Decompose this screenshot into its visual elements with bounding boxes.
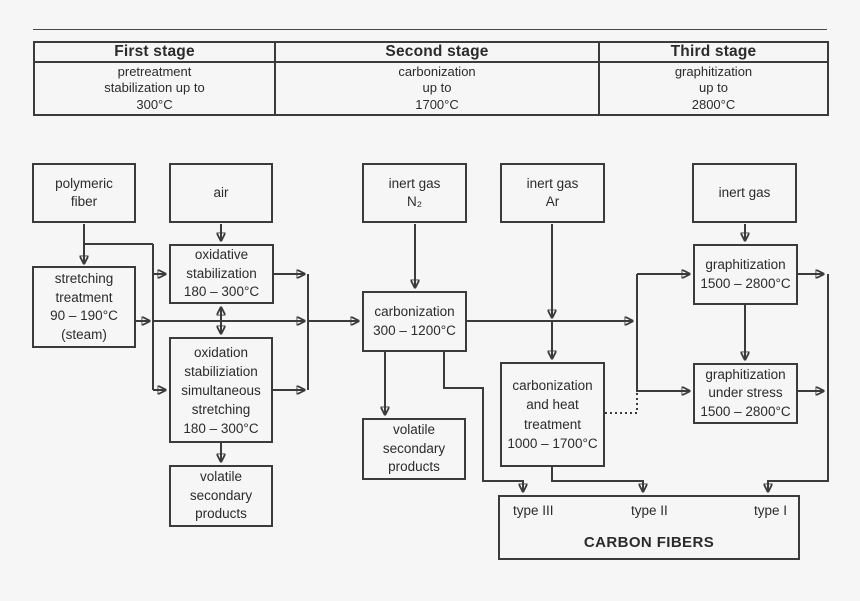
box-carbonization-heat: carbonization and heat treatment 1000 – … — [500, 362, 605, 467]
label-type-ii: type II — [631, 503, 668, 518]
arrow-collector-to-type-i — [768, 274, 829, 492]
box-volatile-products-mid: volatile secondary products — [362, 418, 466, 480]
label-type-iii: type III — [513, 503, 554, 518]
box-carbonization: carbonization 300 – 1200°C — [362, 291, 467, 352]
stage-header-first: First stage — [33, 41, 276, 63]
arrow-carbonization-to-type-iii — [443, 352, 523, 492]
stage-table-header-row: First stage Second stage Third stage — [33, 41, 829, 63]
box-carbon-fibers: type III type II type I CARBON FIBERS — [498, 495, 800, 560]
stage-header-second: Second stage — [274, 41, 600, 63]
box-inert-gas-n2: inert gas N₂ — [362, 163, 467, 223]
box-inert-gas: inert gas — [692, 163, 797, 223]
stage-detail-second: carbonization up to 1700°C — [274, 61, 600, 116]
dotted-carbheat-to-junction — [605, 392, 638, 414]
box-graphitization: graphitization 1500 – 2800°C — [693, 244, 798, 305]
stage-table-detail-row: pretreatment stabilization up to 300°C c… — [33, 61, 829, 116]
carbon-fibers-title: CARBON FIBERS — [583, 534, 715, 551]
label-type-i: type I — [753, 503, 787, 518]
top-rule — [33, 29, 827, 30]
box-stretching-treatment: stretching treatment 90 – 190°C (steam) — [32, 266, 136, 348]
stage-detail-third: graphitization up to 2800°C — [598, 61, 829, 116]
box-graphitization-stress: graphitization under stress 1500 – 2800°… — [693, 363, 798, 424]
box-oxidation-stabilization: oxidation stabiliziation simultaneous st… — [169, 337, 273, 443]
box-polymeric-fiber: polymeric fiber — [32, 163, 136, 223]
stage-table: First stage Second stage Third stage pre… — [33, 41, 829, 116]
stage-detail-first: pretreatment stabilization up to 300°C — [33, 61, 276, 116]
stage-header-third: Third stage — [598, 41, 829, 63]
arrow-carbheat-to-type-ii — [551, 467, 643, 492]
box-oxidative-stabilization: oxidative stabilization 180 – 300°C — [169, 244, 274, 304]
box-air: air — [169, 163, 273, 223]
box-volatile-products-left: volatile secondary products — [169, 465, 273, 527]
box-inert-gas-ar: inert gas Ar — [500, 163, 605, 223]
